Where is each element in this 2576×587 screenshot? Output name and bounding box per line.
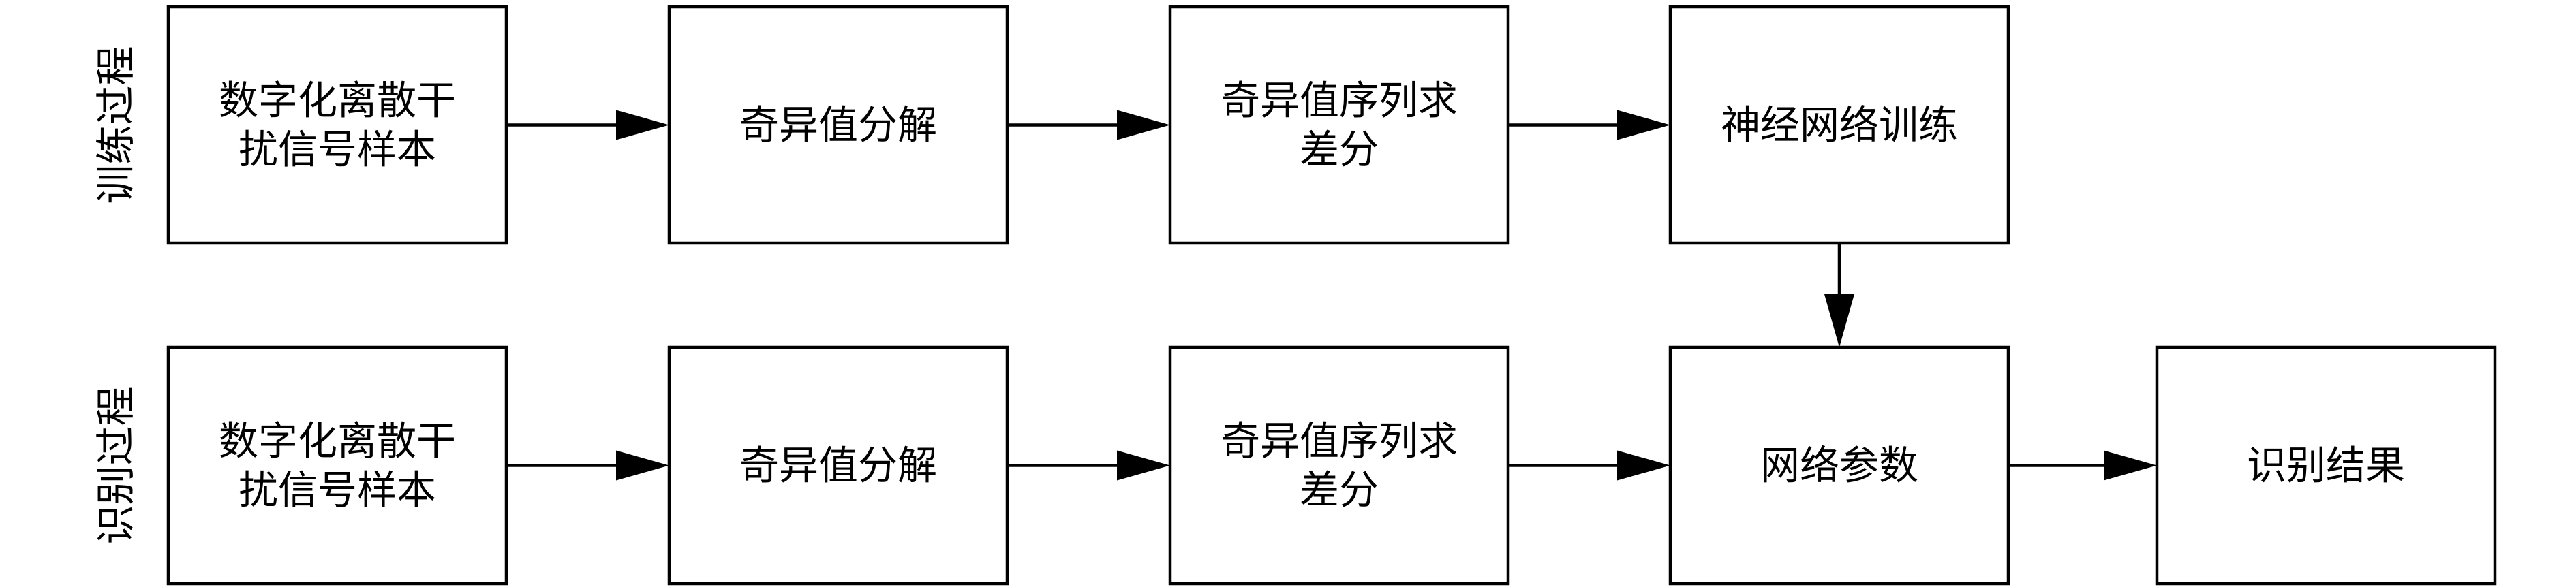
row-label-0: 训练过程: [93, 46, 139, 204]
arrow-row0-box3-to-row1-box3: [1824, 243, 1854, 347]
box-rect: [166, 5, 508, 245]
box-text-line: 数字化离散干: [219, 78, 456, 124]
arrow-row1-box0-to-row1-box1: [506, 450, 669, 481]
process-box-row0-box3: 神经网络训练: [1668, 5, 2010, 245]
box-rect: [1668, 345, 2010, 586]
row-label-1: 识别过程: [93, 386, 139, 544]
box-text-line: 数字化离散干: [219, 418, 456, 464]
box-text-line: 差分: [1300, 467, 1379, 513]
box-text-line: 奇异值序列求: [1221, 78, 1458, 124]
box-rect: [667, 5, 1009, 245]
process-box-row1-box3: 网络参数: [1668, 345, 2010, 586]
arrowhead-icon: [2104, 450, 2157, 481]
arrowhead-icon: [1824, 294, 1854, 347]
box-rect: [166, 345, 508, 586]
connections-layer: [506, 110, 2157, 481]
arrowhead-icon: [1617, 110, 1670, 140]
process-box-row0-box1: 奇异值分解: [667, 5, 1009, 245]
arrowhead-icon: [1117, 450, 1170, 481]
arrow-row0-box1-to-row0-box2: [1007, 110, 1170, 140]
box-text-line: 网络参数: [1760, 443, 1918, 489]
box-text-line: 奇异值分解: [739, 443, 937, 489]
box-text-line: 扰信号样本: [239, 467, 436, 513]
box-text-line: 差分: [1300, 127, 1379, 173]
arrowhead-icon: [616, 450, 669, 481]
box-rect: [1168, 5, 1510, 245]
process-box-row1-box4: 识别结果: [2155, 345, 2497, 586]
arrow-row1-box3-to-row1-box4: [2008, 450, 2157, 481]
box-rect: [667, 345, 1009, 586]
arrow-row0-box2-to-row0-box3: [1508, 110, 1670, 140]
box-text-line: 奇异值序列求: [1221, 418, 1458, 464]
box-text-line: 识别结果: [2247, 443, 2405, 489]
box-text-line: 神经网络训练: [1721, 102, 1958, 148]
arrow-row1-box2-to-row1-box3: [1508, 450, 1670, 481]
box-rect: [1168, 345, 1510, 586]
process-box-row1-box1: 奇异值分解: [667, 345, 1009, 586]
box-rect: [2155, 345, 2497, 586]
arrowhead-icon: [616, 110, 669, 140]
box-rect: [1668, 5, 2010, 245]
arrow-row1-box1-to-row1-box2: [1007, 450, 1170, 481]
box-text-line: 扰信号样本: [239, 127, 436, 173]
box-text-line: 奇异值分解: [739, 102, 937, 148]
arrowhead-icon: [1617, 450, 1670, 481]
arrowhead-icon: [1117, 110, 1170, 140]
arrow-row0-box0-to-row0-box1: [506, 110, 669, 140]
boxes-layer: 数字化离散干扰信号样本奇异值分解奇异值序列求差分神经网络训练数字化离散干扰信号样…: [166, 5, 2497, 586]
